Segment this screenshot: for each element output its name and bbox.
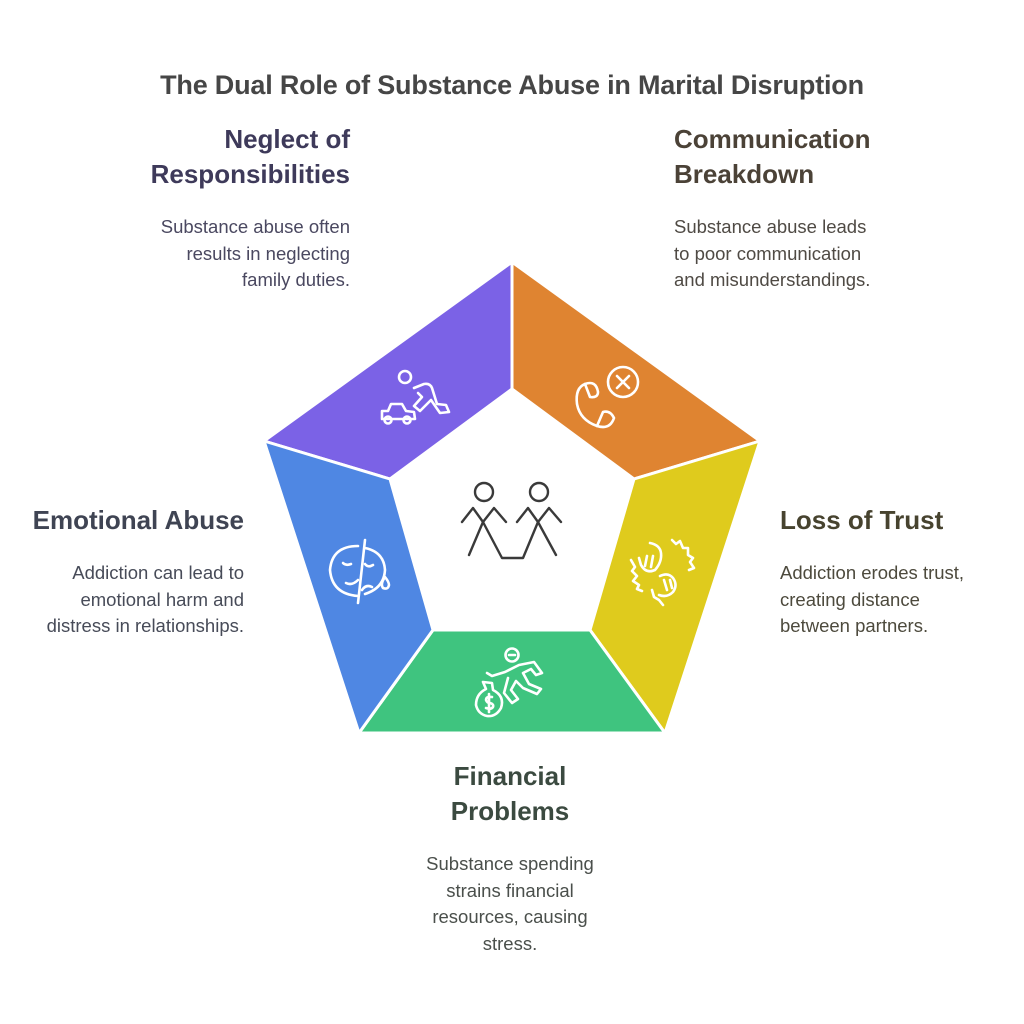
- section-description: Substance abuse leads to poor communicat…: [674, 216, 871, 290]
- section-heading: Loss of Trust: [780, 505, 944, 535]
- person-chasing-money-bag-icon: [474, 647, 544, 718]
- couple-holding-hands-icon: [460, 481, 563, 560]
- phone-call-cancel-icon: [575, 365, 640, 429]
- child-playing-toy-car-icon: [380, 369, 451, 425]
- section-description: Addiction erodes trust, creating distanc…: [780, 562, 965, 636]
- section-heading: Financial Problems: [450, 761, 570, 826]
- section-communication-breakdown: Communication Breakdown Substance abuse …: [674, 122, 974, 294]
- diagram-title: The Dual Role of Substance Abuse in Mari…: [160, 70, 864, 100]
- sad-crying-face-icon: [328, 538, 391, 605]
- section-description: Substance abuse often results in neglect…: [160, 216, 350, 290]
- broken-handshake-icon: [629, 538, 696, 607]
- section-description: Addiction can lead to emotional harm and…: [46, 562, 244, 636]
- segment-emotional: [262, 439, 435, 735]
- section-description: Substance spending strains financial res…: [426, 853, 594, 954]
- section-financial-problems: Financial Problems Substance spending st…: [370, 759, 650, 957]
- section-loss-of-trust: Loss of Trust Addiction erodes trust, cr…: [780, 503, 1020, 640]
- segment-communication: [510, 260, 762, 481]
- section-neglect-of-responsibilities: Neglect of Responsibilities Substance ab…: [60, 122, 350, 294]
- segment-neglect: [262, 260, 514, 481]
- section-heading: Neglect of Responsibilities: [150, 124, 350, 189]
- section-emotional-abuse: Emotional Abuse Addiction can lead to em…: [0, 503, 244, 640]
- section-heading: Communication Breakdown: [674, 124, 871, 189]
- section-heading: Emotional Abuse: [32, 505, 244, 535]
